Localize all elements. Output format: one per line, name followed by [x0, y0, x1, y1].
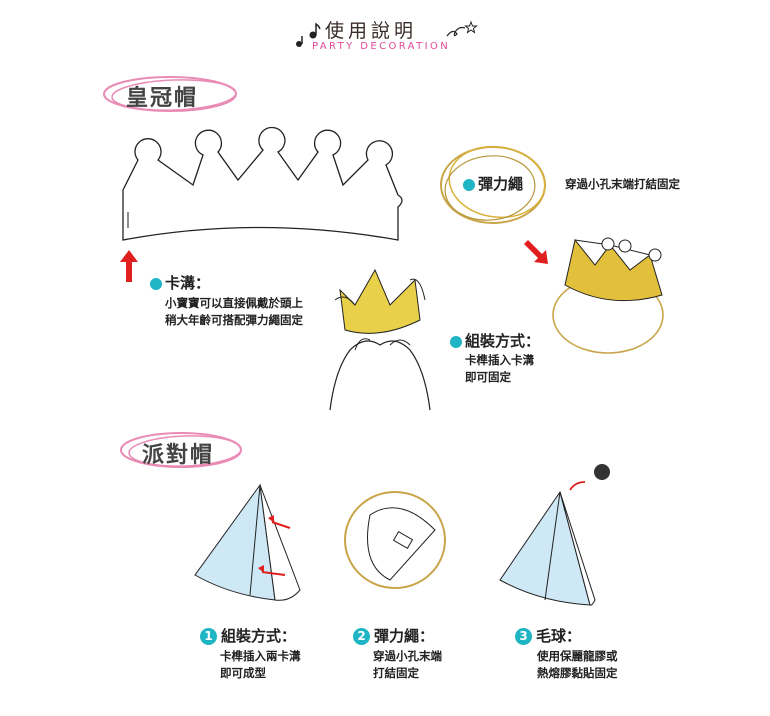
section-title-party-hat: 派對帽	[142, 443, 215, 468]
elastic-cord-illustration	[440, 145, 546, 224]
elastic-label: 彈力繩	[463, 173, 523, 194]
slot-label-text: 卡溝：	[165, 274, 211, 292]
assembly-desc: 卡榫插入卡溝 即可固定	[465, 352, 534, 386]
slot-label: 卡溝：	[150, 272, 210, 293]
slot-desc: 小寶寶可以直接佩戴於頭上 稍大年齡可搭配彈力繩固定	[165, 295, 303, 329]
crown-with-elastic-illustration	[552, 237, 664, 354]
elastic-label-text: 彈力繩	[478, 175, 524, 193]
party-hat-assembly-illustration	[194, 483, 301, 601]
red-arrow-diagonal-icon	[524, 240, 548, 264]
step-desc-line: 卡榫插入兩卡溝	[220, 649, 301, 663]
slot-desc-line: 稍大年齡可搭配彈力繩固定	[165, 313, 303, 327]
bullet-dot-icon	[450, 335, 462, 348]
assembly-desc-line: 即可固定	[465, 370, 511, 384]
party-hat-elastic-illustration	[344, 491, 446, 589]
step-number-badge: 2	[353, 628, 370, 645]
crown-template-illustration	[122, 126, 403, 241]
bullet-dot-icon	[463, 178, 475, 191]
step-label-text: 毛球：	[536, 627, 582, 645]
step-label-text: 組裝方式：	[221, 627, 297, 645]
step-desc-line: 使用保麗龍膠或	[537, 649, 618, 663]
section-circle-crown	[103, 76, 237, 112]
step-1-desc: 卡榫插入兩卡溝 即可成型	[220, 648, 301, 682]
star-swirl-icon	[446, 20, 478, 37]
page-subtitle: PARTY DECORATION	[312, 41, 451, 52]
step-number-badge: 1	[200, 628, 217, 645]
step-label-text: 彈力繩：	[374, 627, 435, 645]
step-number-badge: 3	[515, 628, 532, 645]
step-desc-line: 穿過小孔末端	[373, 649, 442, 663]
assembly-desc-line: 卡榫插入卡溝	[465, 353, 534, 367]
page-title: 使用說明	[325, 20, 418, 42]
red-arrow-up-icon	[120, 250, 138, 282]
slot-desc-line: 小寶寶可以直接佩戴於頭上	[165, 296, 303, 310]
elastic-desc: 穿過小孔末端打結固定	[565, 177, 680, 191]
hands-assembling-crown-illustration	[329, 268, 431, 411]
bullet-dot-icon	[150, 277, 162, 290]
party-hat-pompom-illustration	[499, 464, 610, 606]
section-title-crown: 皇冠帽	[126, 86, 199, 111]
section-circle-party-hat	[120, 432, 242, 468]
music-note-icon	[296, 22, 321, 47]
step-desc-line: 打結固定	[373, 666, 419, 680]
step-2-desc: 穿過小孔末端 打結固定	[373, 648, 442, 682]
assembly-label-text: 組裝方式：	[465, 332, 541, 350]
step-desc-line: 熱熔膠黏貼固定	[537, 666, 618, 680]
assembly-label: 組裝方式：	[450, 330, 540, 351]
step-3-desc: 使用保麗龍膠或 熱熔膠黏貼固定	[537, 648, 618, 682]
step-desc-line: 即可成型	[220, 666, 266, 680]
